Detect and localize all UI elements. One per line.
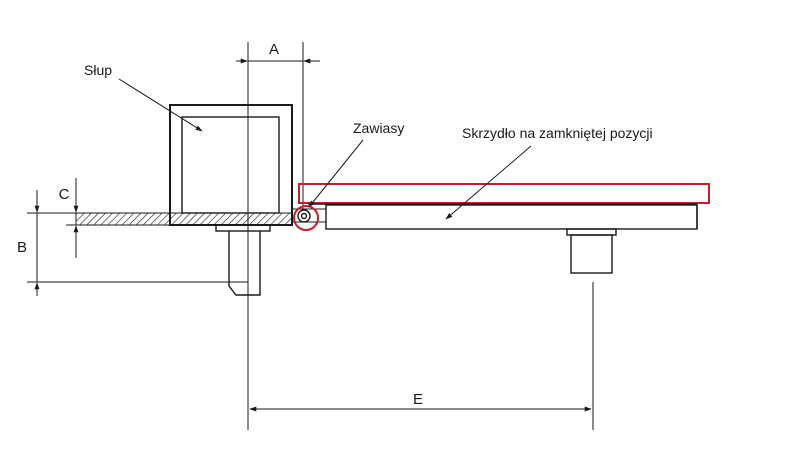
dimension-a-label: A: [269, 41, 279, 58]
leaf-closed-highlight: [298, 183, 710, 204]
dimension-b: B: [17, 190, 248, 296]
hinge-pin: [297, 209, 311, 223]
dimension-a: A: [236, 41, 320, 64]
gate-leaf: [308, 203, 698, 230]
callout-hinges: Zawiasy: [308, 120, 404, 208]
post-label: Słup: [84, 62, 112, 78]
post-inner: [181, 116, 280, 214]
dimension-b-label: B: [17, 239, 27, 256]
hinge: [292, 205, 326, 231]
post-foundation: [215, 224, 271, 296]
dimension-e: E: [249, 391, 592, 412]
hinges-label: Zawiasy: [353, 120, 404, 136]
callout-post: Słup: [84, 62, 203, 132]
dimension-e-label: E: [413, 391, 423, 408]
hinge-highlight: [293, 205, 319, 231]
callout-leaf-closed: Skrzydło na zamkniętej pozycji: [445, 125, 653, 220]
dimension-c: C: [59, 178, 79, 258]
leaf-closed-label: Skrzydło na zamkniętej pozycji: [462, 125, 653, 141]
leaf-support: [566, 228, 617, 274]
wall-hatching: [75, 212, 293, 226]
dimension-c-label: C: [59, 186, 70, 203]
